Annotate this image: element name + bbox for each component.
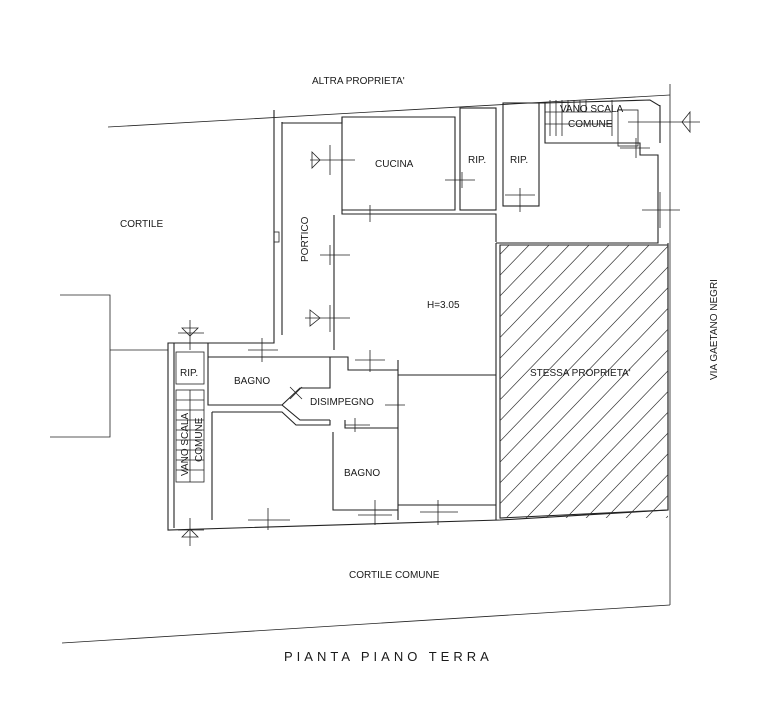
label-vano-scala-left-2: COMUNE [194, 417, 205, 462]
hatch-line [605, 453, 668, 518]
window-top-right [628, 105, 700, 140]
plan-title: PIANTA PIANO TERRA [284, 649, 493, 664]
stair-left [175, 351, 205, 483]
label-altra-proprieta: ALTRA PROPRIETA' [312, 76, 405, 87]
label-disimpegno: DISIMPEGNO [310, 397, 374, 408]
hatch-line [645, 494, 668, 518]
label-rip-2: RIP. [510, 155, 528, 166]
hatch-line [545, 390, 668, 518]
door-stair-bottom [178, 518, 204, 546]
hatch-line [500, 245, 590, 339]
hatch-line [625, 474, 668, 518]
hatch-line [525, 370, 668, 518]
window-bottom-1 [248, 508, 290, 530]
hatch-line [500, 328, 668, 505]
hatched-area [0, 0, 765, 540]
hatch-line [705, 0, 765, 540]
hatch-line [500, 245, 650, 401]
hatch-line [500, 245, 610, 359]
label-rip-1: RIP. [468, 155, 486, 166]
hatch-line [665, 0, 765, 540]
hatch-line [500, 307, 668, 484]
hatch-line [25, 0, 545, 540]
window-cucina-left [310, 145, 355, 175]
interior-rooms [207, 343, 496, 520]
label-cortile: CORTILE [120, 219, 163, 230]
hatch-line [500, 245, 570, 318]
hatch-line [500, 245, 668, 422]
window-bottom-2 [358, 500, 392, 525]
window-right-wall [642, 192, 680, 228]
hatch-line [0, 0, 505, 540]
hatch-line [500, 266, 668, 442]
hatch-line [145, 0, 665, 540]
label-vano-scala-top-2: COMUNE [568, 119, 613, 130]
label-height: H=3.05 [427, 300, 460, 311]
hatch-line [165, 0, 685, 540]
hatch-line [585, 432, 668, 518]
label-cortile-comune: CORTILE COMUNE [349, 570, 440, 581]
hatch-line [565, 411, 668, 518]
hatch-line [500, 245, 510, 255]
hatch-line [500, 245, 530, 276]
label-vano-scala-top-1: VANO SCALA [560, 104, 623, 115]
hatch-line [0, 0, 485, 540]
label-vano-scala-left-1: VANO SCALA [180, 413, 191, 476]
label-bagno-1: BAGNO [234, 376, 270, 387]
hatch-line [500, 287, 668, 463]
building-walls [167, 99, 669, 531]
hatch-line [5, 0, 525, 540]
property-boundaries [50, 84, 671, 644]
label-bagno-2: BAGNO [344, 468, 380, 479]
hatch-line [205, 0, 725, 540]
label-rip-3: RIP. [180, 368, 198, 379]
hatch-line [685, 0, 765, 540]
window-symbols [178, 105, 700, 546]
hatch-line [500, 245, 550, 297]
window-portico-mid [320, 245, 350, 265]
hatch-line [500, 245, 630, 380]
window-bottom-3 [420, 500, 458, 525]
door-stair-top [178, 320, 204, 350]
label-stessa-proprieta: STESSA PROPRIETA' [530, 368, 631, 379]
label-portico: PORTICO [300, 216, 311, 262]
room-labels: ALTRA PROPRIETA' CORTILE PORTICO CUCINA … [120, 76, 720, 581]
label-cucina: CUCINA [375, 159, 414, 170]
window-portico-low [305, 305, 350, 332]
hatch-line [185, 0, 705, 540]
hatch-line [505, 349, 668, 518]
hatch-line [45, 0, 565, 540]
label-via: VIA GAETANO NEGRI [709, 279, 720, 380]
stair-top [545, 100, 639, 147]
